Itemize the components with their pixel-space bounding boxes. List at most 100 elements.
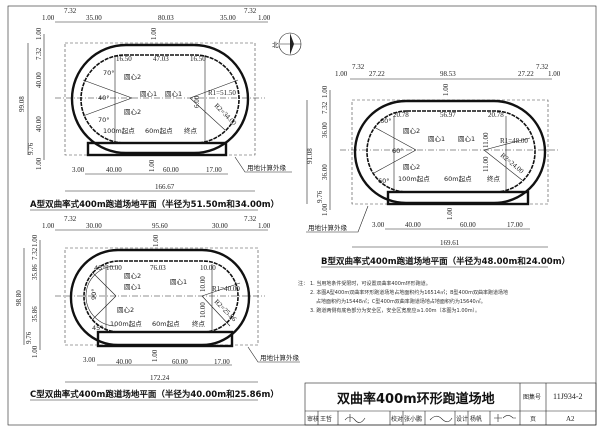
dim-label: 16.50 (190, 55, 206, 63)
dim-label: 35.86 (31, 264, 39, 280)
dim-label: 27.22 (518, 70, 534, 78)
check-label: 校对 (391, 415, 403, 423)
start-60m-label: 60m起点 (444, 175, 472, 183)
center-label: 圆心1 (458, 135, 475, 143)
dim-label: 40.00 (116, 358, 132, 366)
dim-label: 35.86 (31, 306, 39, 322)
dim-label: 7.32 (536, 63, 549, 71)
angle-label: 60° (380, 117, 392, 125)
dim-label: 35.00 (220, 14, 236, 22)
dim-label: 80.03 (158, 14, 174, 22)
angle-label: 60° (378, 177, 390, 185)
radius-label: R1=51.50 (208, 89, 236, 97)
dim-label: 7.32 (31, 247, 39, 260)
dim-label: 30.00 (212, 222, 228, 230)
center-label: 圆心2 (124, 73, 141, 81)
dim-label: 10.00 (199, 302, 207, 318)
dim-label: 1.00 (31, 345, 39, 358)
dim-label: 7.32 (35, 47, 43, 60)
dim-label: 10.00 (199, 276, 207, 292)
dim-label: 1.00 (258, 222, 271, 230)
straight-track (86, 141, 228, 157)
dim-label: 17.00 (214, 358, 230, 366)
dim-label: 40.00 (106, 166, 122, 174)
note-item: 占地面积约为15448㎡；C型400m双曲率跑道场地占地面积约为15640㎡。 (316, 298, 486, 305)
dim-label: 98.80 (15, 290, 23, 306)
dim-label: 95.60 (152, 222, 168, 230)
dim-label: 35.00 (86, 14, 102, 22)
dim-label: 7.32 (244, 215, 257, 223)
dim-label: 99.08 (18, 96, 26, 112)
designer-signature (494, 414, 516, 422)
dim-label: 76.03 (150, 264, 166, 272)
center-label: 圆心1 (124, 283, 141, 291)
dim-label: 9.76 (25, 331, 33, 344)
dim-label: 7.32 (244, 7, 257, 15)
dim-label: 3.00 (372, 221, 385, 229)
north-label: 北 (272, 41, 279, 49)
dim-label: 11.00 (482, 156, 490, 172)
center-label: 圆心2 (117, 306, 134, 314)
start-60m-label: 60m起点 (152, 320, 180, 328)
center-label: 圆心2 (124, 272, 141, 280)
reviewer-name: 王哲 (320, 416, 332, 423)
dim-label: 27.22 (369, 70, 385, 78)
angle-label: 70° (103, 69, 115, 77)
angle-label: 45° (92, 324, 104, 332)
center-label: 圆心1 (428, 135, 445, 143)
plan-b: 1.00 7.32 27.22 98.53 27.22 7.32 1.00 1.… (306, 63, 570, 268)
angle-label: 70° (98, 116, 110, 124)
designer-name: 杨帆 (470, 415, 482, 423)
dim-label: 30.00 (86, 222, 102, 230)
radius-label: R2=25.86 (213, 298, 239, 324)
straight-track (96, 330, 234, 348)
dim-label: 7.32 (321, 101, 329, 114)
reviewer-signature (344, 414, 366, 423)
dim-label: 1.00 (321, 85, 329, 98)
dim-label: 1.00 (35, 27, 43, 40)
dim-label: 1.00 (446, 207, 454, 220)
dim-label: 10.00 (200, 264, 216, 272)
dim-label: 1.00 (335, 70, 348, 78)
finish-label: 终点 (487, 174, 501, 183)
dim-label: 56.97 (440, 111, 456, 119)
angle-label: 60° (392, 147, 404, 155)
total-width-label: 169.61 (440, 239, 460, 247)
page-label: 页 (530, 416, 536, 423)
boundary-label: 用地计算外缘 (308, 223, 348, 232)
atlas-number: 11J934-2 (553, 392, 582, 401)
center-label: 圆心1 (140, 90, 157, 98)
dim-label: 1.00 (258, 14, 271, 22)
dim-label: 60.00 (172, 358, 188, 366)
boundary-label: 用地计算外缘 (247, 163, 287, 172)
dim-label: 91.08 (306, 148, 314, 164)
dim-label: 40.00 (405, 221, 421, 229)
sheet-frame (7, 5, 597, 426)
dim-label: 36.00 (321, 122, 329, 138)
dim-label: 1.00 (152, 234, 160, 247)
dim-label: 1.00 (35, 157, 43, 170)
radius-label: R1=48.00 (500, 137, 528, 145)
dim-label: 1.00 (548, 70, 561, 78)
north-arrow-icon: 北 (272, 32, 302, 56)
center-label: 圆心2 (403, 127, 420, 135)
note-item: 1. 当用地条件受限时，可设置双曲率400m环形跑道。 (310, 280, 431, 287)
dim-label: 3.00 (83, 356, 96, 364)
plan-a: 1.00 7.32 35.00 80.03 35.00 7.32 1.00 1.… (18, 7, 292, 211)
dim-label: 40.00 (35, 72, 43, 88)
dim-label: 9.76 (316, 190, 324, 203)
total-width-label: 166.67 (155, 183, 175, 191)
design-label: 设计 (456, 415, 468, 423)
angle-label: 45° (94, 264, 106, 272)
straight-track (386, 190, 530, 206)
notes: 注： 1. 当用地条件受限时，可设置双曲率400m环形跑道。 2. 本图A型40… (298, 280, 508, 314)
checker-signature (429, 415, 453, 423)
finish-label: 终点 (184, 126, 198, 135)
dim-label: 47.03 (153, 55, 169, 63)
finish-label: 终点 (192, 319, 206, 328)
dim-label: 10.00 (106, 264, 122, 272)
center-label: 圆心1 (165, 90, 182, 98)
dim-label: 9.76 (27, 142, 35, 155)
radius-label: R1=40.00 (212, 285, 240, 293)
